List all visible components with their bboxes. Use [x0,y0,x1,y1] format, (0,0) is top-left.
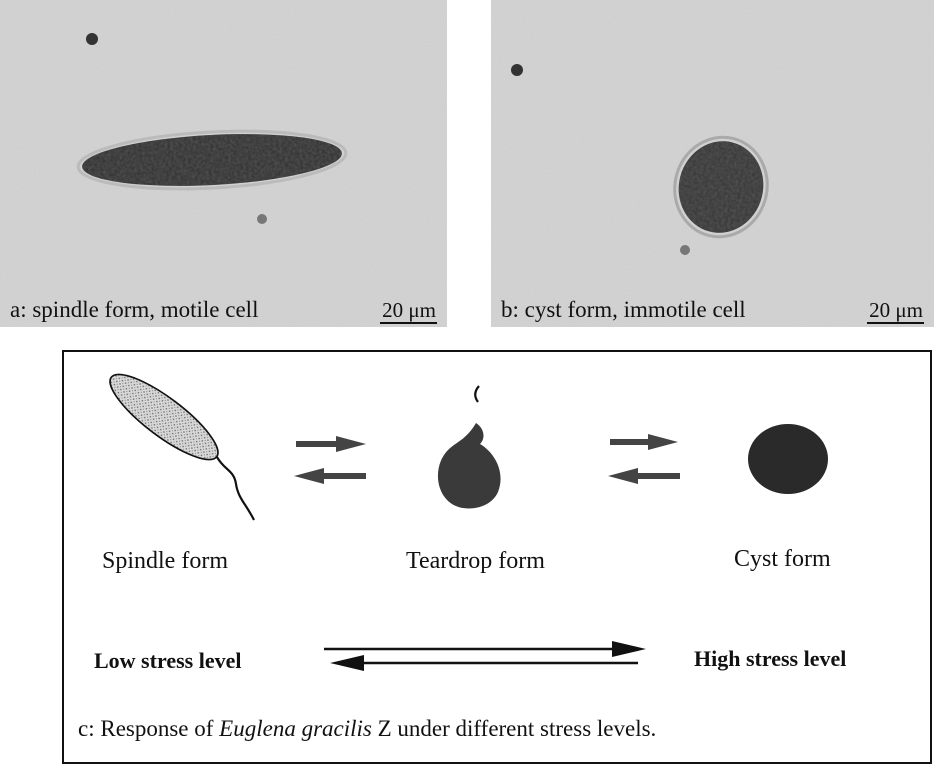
scale-bar-b-label: 20 μm [867,298,924,324]
spindle-cell-drawing [100,362,254,520]
teardrop-cell-drawing [438,386,501,508]
reversible-arrow-spindle-teardrop [294,436,366,484]
caption-prefix: c: Response of [78,716,219,741]
caption-species: Euglena gracilis [219,716,372,741]
micrograph-b-caption: b: cyst form, immotile cell [501,297,746,323]
micrograph-a-caption: a: spindle form, motile cell [10,297,258,323]
scale-bar-a-label: 20 μm [380,298,437,324]
caption-suffix: Z under different stress levels. [372,716,656,741]
micrograph-spindle-form: a: spindle form, motile cell 20 μm [0,0,447,327]
cyst-cell-drawing [748,424,828,494]
micrograph-cyst-form: b: cyst form, immotile cell 20 μm [491,0,934,327]
stress-response-diagram: Spindle form Teardrop form Cyst form Low… [62,350,932,764]
label-cyst-form: Cyst form [734,546,831,573]
label-teardrop-form: Teardrop form [406,548,545,575]
label-low-stress: Low stress level [94,648,241,674]
scale-bar-b: 20 μm [867,298,924,323]
scale-bar-a: 20 μm [380,298,437,323]
micrograph-a-image [0,0,447,327]
stress-gradient-arrows [324,641,646,671]
figure-caption-c: c: Response of Euglena gracilis Z under … [78,716,656,742]
label-spindle-form: Spindle form [102,548,228,575]
label-high-stress: High stress level [694,646,846,672]
micrograph-b-image [491,0,934,327]
reversible-arrow-teardrop-cyst [608,434,680,484]
